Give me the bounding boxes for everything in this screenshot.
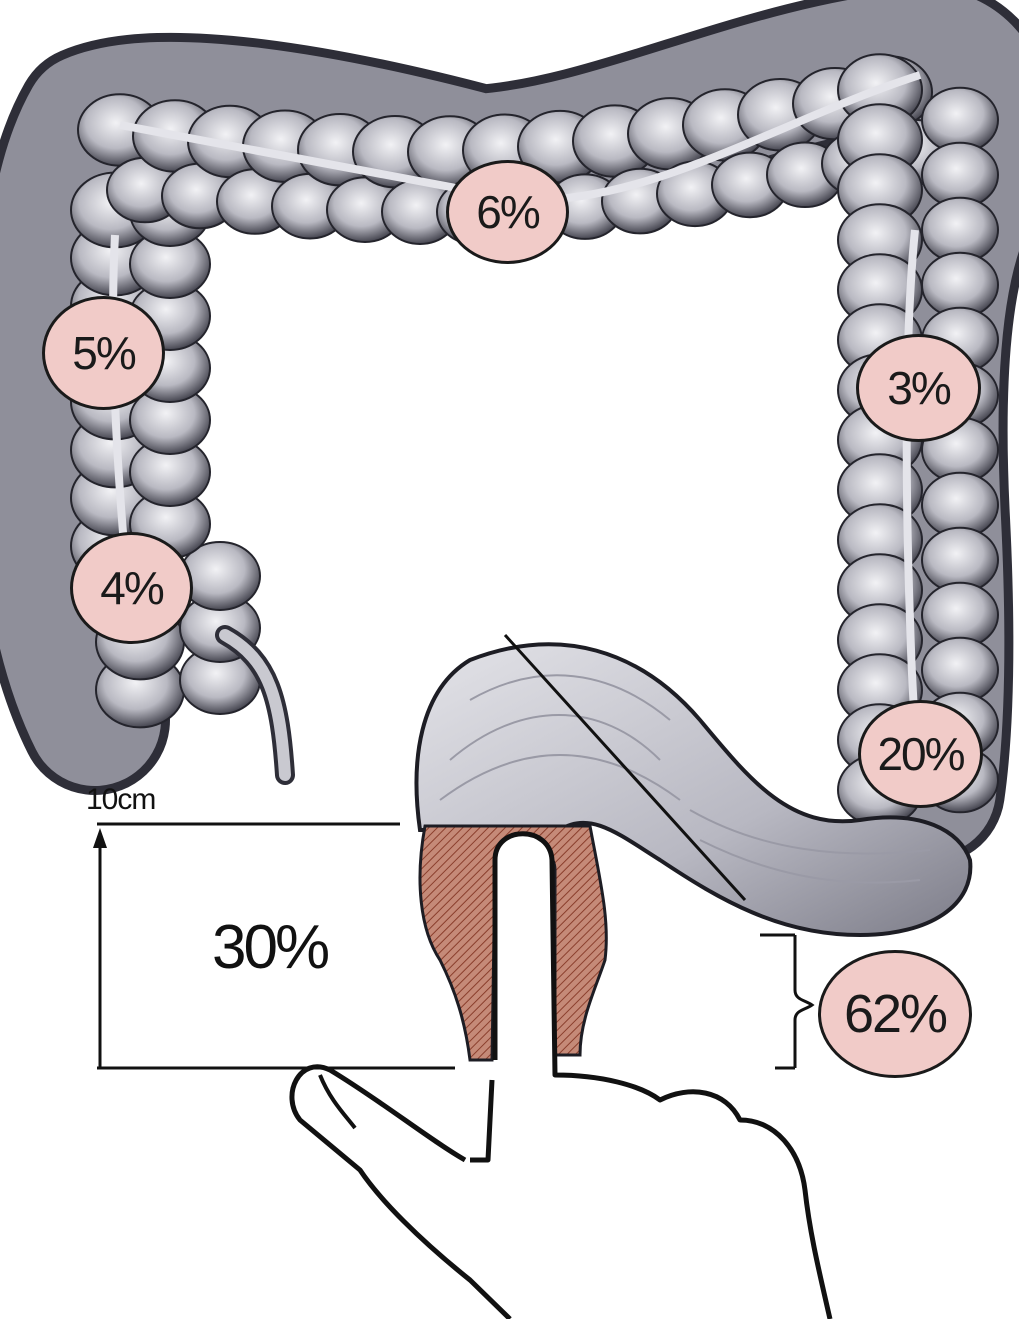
sigmoid-colon-badge: 20% bbox=[858, 700, 983, 808]
arrow-head-icon bbox=[93, 828, 107, 848]
rectosigmoid-brace bbox=[760, 935, 812, 1068]
ascending-colon-badge: 5% bbox=[42, 296, 165, 410]
cecum-badge: 4% bbox=[70, 532, 193, 644]
rectosigmoid-badge: 62% bbox=[818, 950, 972, 1078]
descending-colon-badge: 3% bbox=[856, 334, 981, 442]
scale-label: 10cm bbox=[86, 783, 155, 817]
rectum-percentage: 30% bbox=[212, 912, 327, 983]
transverse-colon-badge: 6% bbox=[446, 160, 569, 264]
